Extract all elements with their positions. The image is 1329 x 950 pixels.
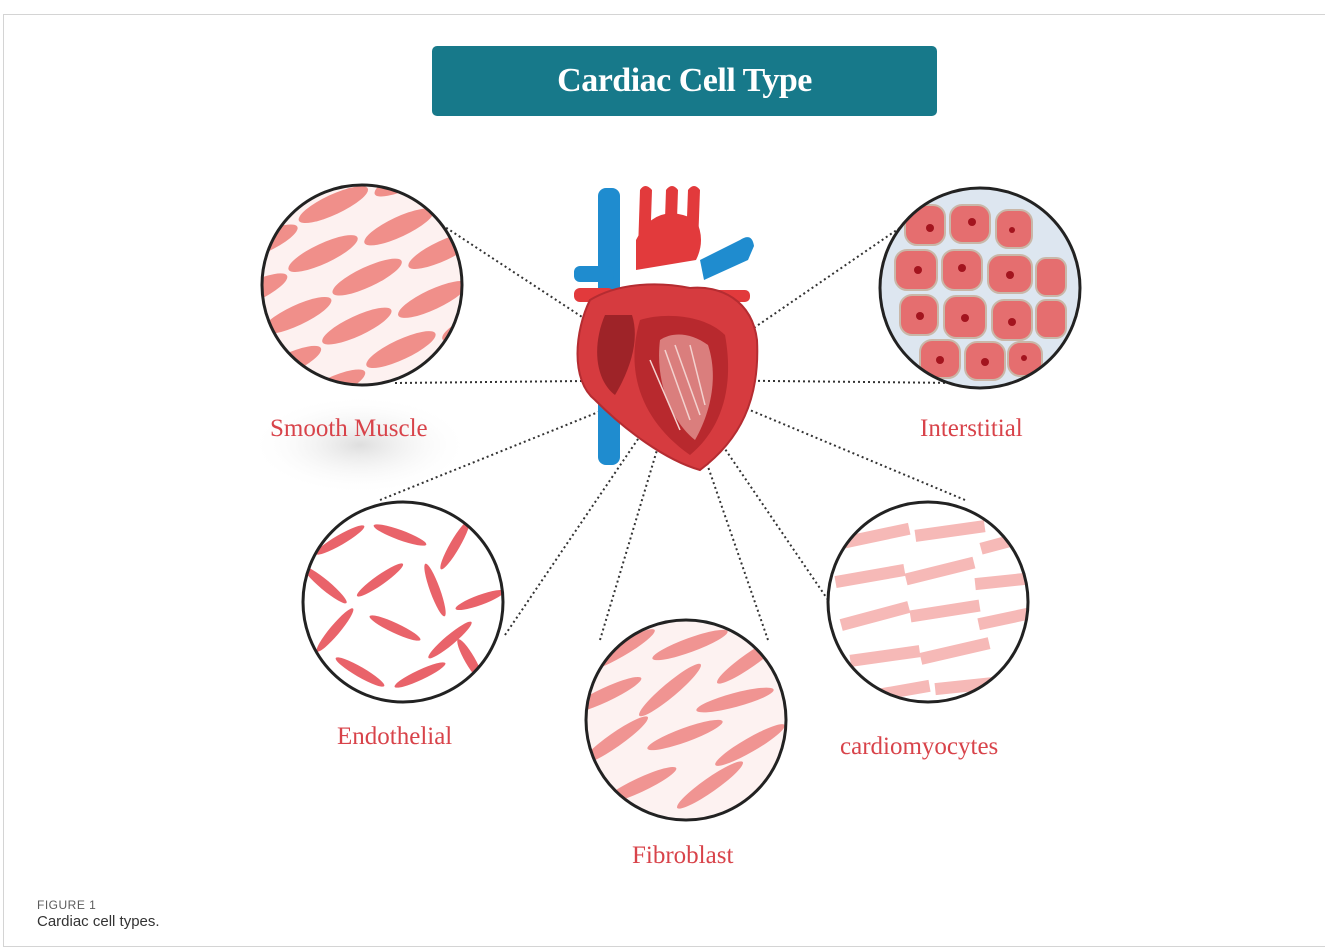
label-interstitial: Interstitial xyxy=(920,415,1023,443)
cardiomyocytes-circle xyxy=(828,502,1041,702)
smooth-muscle-circle xyxy=(195,146,516,429)
endothelial-circle xyxy=(300,502,506,702)
fibroblast-circle xyxy=(566,620,788,820)
figure-label: FIGURE 1 xyxy=(37,898,96,912)
figure-caption: Cardiac cell types. xyxy=(37,913,160,930)
interstitial-circle xyxy=(880,188,1080,388)
label-cardiomyocytes: cardiomyocytes xyxy=(840,733,998,761)
pulmonary-artery xyxy=(700,237,754,280)
label-fibroblast: Fibroblast xyxy=(632,842,733,870)
label-shadow xyxy=(250,395,470,495)
vessel-left-blue xyxy=(574,266,614,282)
label-smooth-muscle: Smooth Muscle xyxy=(270,415,428,443)
heart-illustration xyxy=(574,186,757,470)
label-endothelial: Endothelial xyxy=(337,723,452,751)
cell-type-diagram xyxy=(0,0,1329,890)
